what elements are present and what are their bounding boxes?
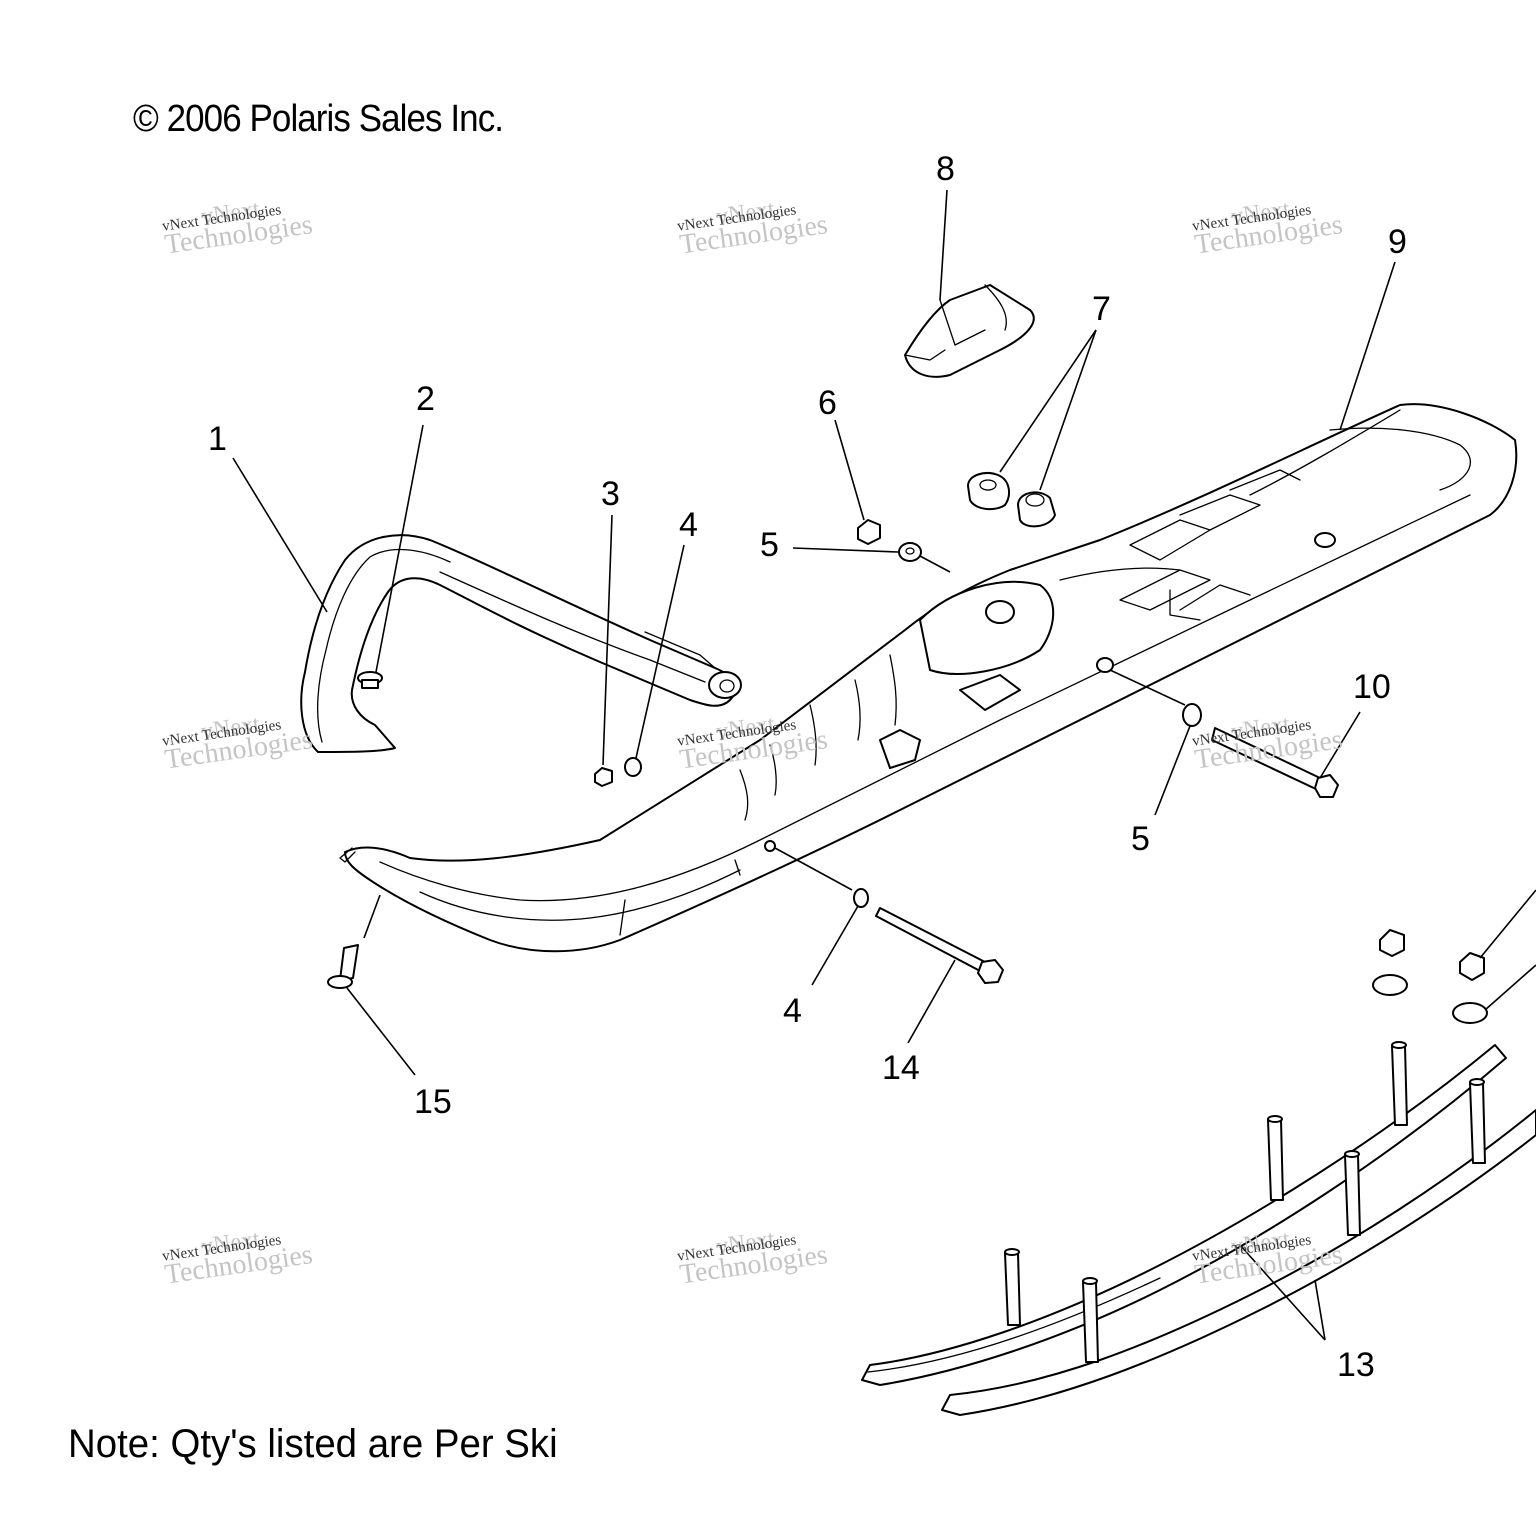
callout-15: 15 xyxy=(414,1083,452,1121)
bolt-10 xyxy=(1211,727,1339,798)
ski-handle xyxy=(300,534,742,753)
pin-15 xyxy=(327,944,359,989)
bolt-14 xyxy=(875,907,1004,984)
callout-4: 4 xyxy=(679,506,698,544)
carbide-runners xyxy=(861,1041,1536,1416)
ski-body xyxy=(339,403,1518,953)
callout-13: 13 xyxy=(1337,1346,1375,1384)
callout-14: 14 xyxy=(882,1049,920,1087)
callout-2: 2 xyxy=(416,380,435,418)
qty-note: Note: Qty's listed are Per Ski xyxy=(68,1422,558,1466)
callout-4: 4 xyxy=(783,992,802,1030)
small-hardware xyxy=(594,519,1488,1024)
callout-10: 10 xyxy=(1353,668,1391,706)
callout-5: 5 xyxy=(760,526,779,564)
callout-8: 8 xyxy=(936,150,955,188)
bushings xyxy=(967,472,1056,528)
callout-5: 5 xyxy=(1131,820,1150,858)
callout-6: 6 xyxy=(818,384,837,422)
callout-3: 3 xyxy=(601,475,620,513)
handle-fastener xyxy=(357,671,383,689)
ski-pad xyxy=(904,284,1035,378)
callout-7: 7 xyxy=(1092,290,1111,328)
leader-lines xyxy=(232,189,1536,1341)
callout-1: 1 xyxy=(208,420,227,458)
callout-9: 9 xyxy=(1388,223,1407,261)
copyright-text: © 2006 Polaris Sales Inc. xyxy=(133,98,504,140)
